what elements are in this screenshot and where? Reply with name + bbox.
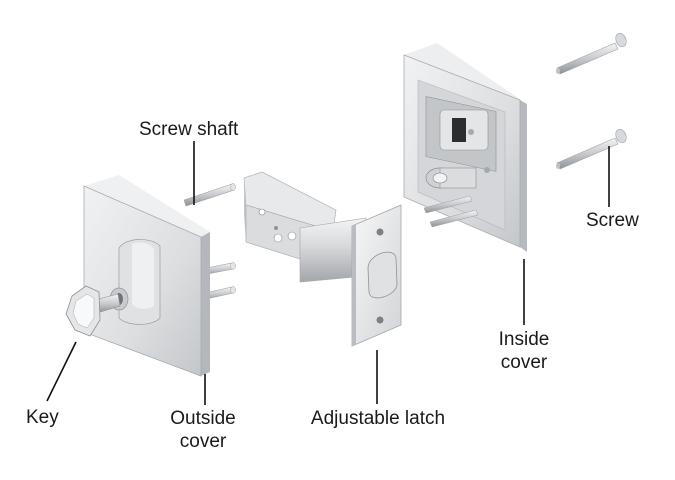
- leader-lines: [46, 141, 610, 405]
- key: [65, 285, 121, 337]
- label-key: Key: [26, 407, 59, 428]
- label-inside-cover: Inside cover: [499, 328, 550, 374]
- adjustable-latch: [243, 171, 402, 347]
- screw-bottom: [556, 128, 627, 170]
- label-screw-shaft: Screw shaft: [139, 119, 239, 140]
- label-inside-cover-line1: Inside: [498, 329, 550, 350]
- label-outside-cover-line1: Outside: [170, 408, 236, 429]
- label-outside-cover: Outside cover: [170, 407, 235, 453]
- label-inside-cover-line2: cover: [500, 352, 548, 373]
- outside-cover: [83, 175, 236, 377]
- label-adjustable-latch: Adjustable latch: [310, 408, 446, 429]
- label-screw: Screw: [586, 210, 639, 231]
- screw-top: [556, 32, 627, 75]
- leader-key: [46, 341, 77, 402]
- label-outside-cover-line2: cover: [179, 431, 227, 452]
- inside-cover: [403, 43, 527, 252]
